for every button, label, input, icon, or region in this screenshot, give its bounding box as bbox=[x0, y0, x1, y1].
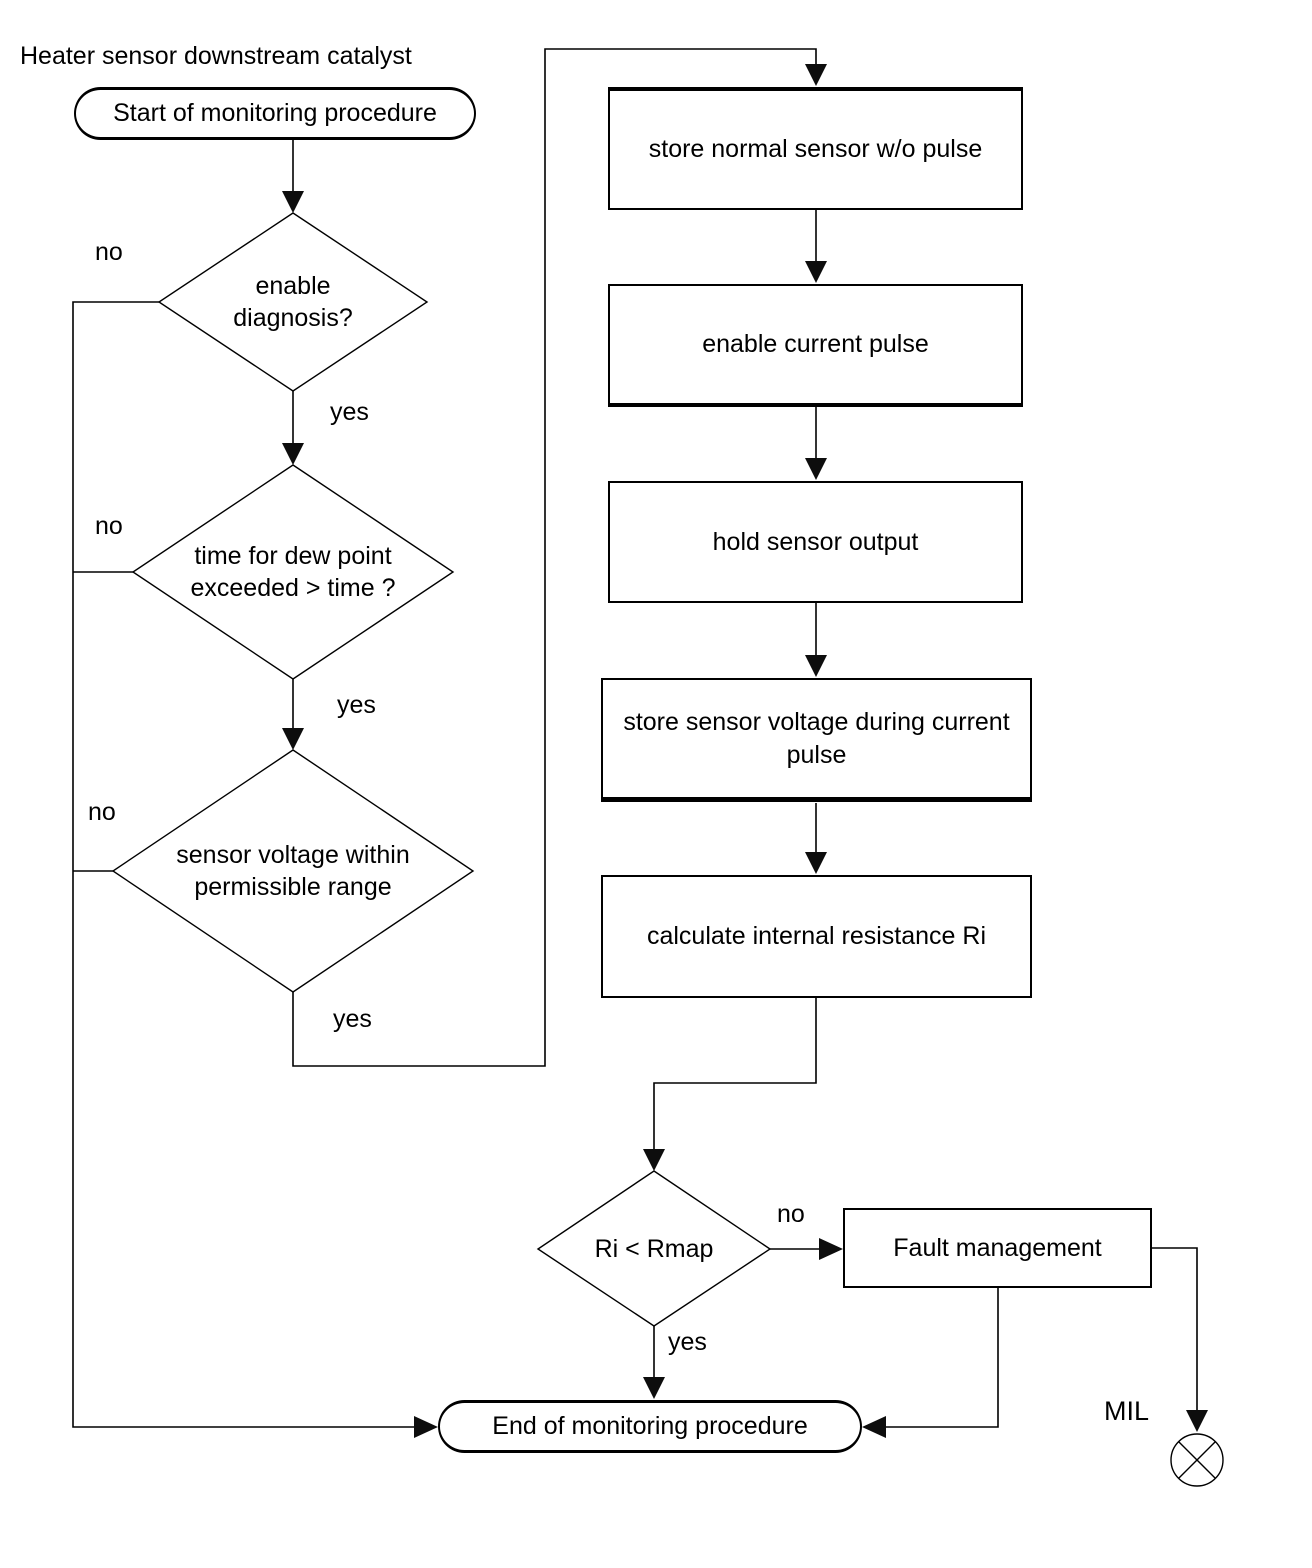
edge-label-enable-diagnosis-yes: yes bbox=[330, 398, 369, 426]
edge-label-ri-rmap-yes: yes bbox=[668, 1328, 707, 1356]
node-fault-management-label: Fault management bbox=[893, 1233, 1102, 1262]
node-start: Start of monitoring procedure bbox=[74, 87, 476, 140]
edge-voltage-yes-loop bbox=[292, 48, 817, 1067]
decision-ri-rmap-label: Ri < Rmap bbox=[544, 1219, 764, 1279]
decision-enable-diagnosis-text: enable diagnosis? bbox=[233, 271, 353, 333]
node-calc-ri-label: calculate internal resistance Ri bbox=[646, 922, 987, 951]
node-store-voltage-label: store sensor voltage during current puls… bbox=[623, 708, 1010, 769]
arrow-into-dewpoint bbox=[282, 443, 304, 465]
arrow-norail-into-end bbox=[414, 1416, 438, 1438]
node-fault-management: Fault management bbox=[843, 1208, 1152, 1288]
arrow-into-rirmap bbox=[643, 1149, 665, 1171]
node-store-normal: store normal sensor w/o pulse bbox=[608, 87, 1023, 210]
node-store-normal-label: store normal sensor w/o pulse bbox=[648, 135, 983, 164]
decision-sensor-voltage-shape bbox=[111, 749, 475, 993]
arrow-rirmap-yes-into-end bbox=[643, 1377, 665, 1399]
decision-dew-point-text: time for dew point exceeded > time ? bbox=[190, 541, 396, 603]
diagram-title: Heater sensor downstream catalyst bbox=[20, 42, 412, 70]
edge-label-ri-rmap-no: no bbox=[777, 1200, 805, 1228]
node-hold-output-label: hold sensor output bbox=[712, 527, 919, 556]
decision-ri-rmap-shape bbox=[536, 1170, 772, 1327]
arrow-into-pulse bbox=[805, 261, 827, 283]
decision-dew-point-label: time for dew point exceeded > time ? bbox=[148, 507, 438, 637]
node-calc-ri: calculate internal resistance Ri bbox=[601, 875, 1032, 998]
arrow-into-fault bbox=[819, 1238, 843, 1260]
edge-label-dew-point-no: no bbox=[95, 512, 123, 540]
node-end: End of monitoring procedure bbox=[438, 1400, 862, 1453]
node-enable-pulse-label: enable current pulse bbox=[702, 330, 929, 359]
arrow-into-store bbox=[805, 64, 827, 86]
node-hold-output: hold sensor output bbox=[608, 481, 1023, 603]
edge-label-enable-diagnosis-no: no bbox=[95, 238, 123, 266]
decision-enable-diagnosis-shape bbox=[157, 212, 429, 392]
edge-fault-to-mil bbox=[1152, 1247, 1198, 1412]
mil-lamp-icon bbox=[1170, 1433, 1224, 1487]
arrow-fault-into-end bbox=[862, 1416, 886, 1438]
node-enable-pulse: enable current pulse bbox=[608, 284, 1023, 407]
arrow-into-mil bbox=[1186, 1410, 1208, 1432]
decision-ri-rmap-text: Ri < Rmap bbox=[594, 1234, 714, 1263]
decision-sensor-voltage-label: sensor voltage within permissible range bbox=[128, 806, 458, 936]
arrow-into-hold bbox=[805, 458, 827, 480]
edge-label-sensor-voltage-no: no bbox=[88, 798, 116, 826]
decision-dew-point-shape bbox=[131, 464, 455, 680]
edge-no-rail bbox=[72, 301, 414, 1428]
flow-edges bbox=[72, 48, 1198, 1428]
edge-calc-to-rirmap bbox=[653, 998, 817, 1151]
decision-shapes bbox=[111, 212, 772, 1327]
arrow-into-storevolt bbox=[805, 655, 827, 677]
arrow-into-diagnosis bbox=[282, 191, 304, 213]
decision-sensor-voltage-text: sensor voltage within permissible range bbox=[176, 840, 410, 902]
mil-label: MIL bbox=[1104, 1396, 1150, 1426]
edge-fault-to-end bbox=[886, 1288, 999, 1428]
decision-enable-diagnosis-label: enable diagnosis? bbox=[203, 237, 383, 367]
arrowheads bbox=[282, 64, 1208, 1438]
arrow-into-voltage bbox=[282, 728, 304, 750]
node-end-label: End of monitoring procedure bbox=[492, 1412, 808, 1441]
arrow-into-calc bbox=[805, 852, 827, 874]
edge-label-sensor-voltage-yes: yes bbox=[333, 1005, 372, 1033]
node-store-voltage: store sensor voltage during current puls… bbox=[601, 678, 1032, 802]
edge-label-dew-point-yes: yes bbox=[337, 691, 376, 719]
node-start-label: Start of monitoring procedure bbox=[113, 99, 437, 128]
